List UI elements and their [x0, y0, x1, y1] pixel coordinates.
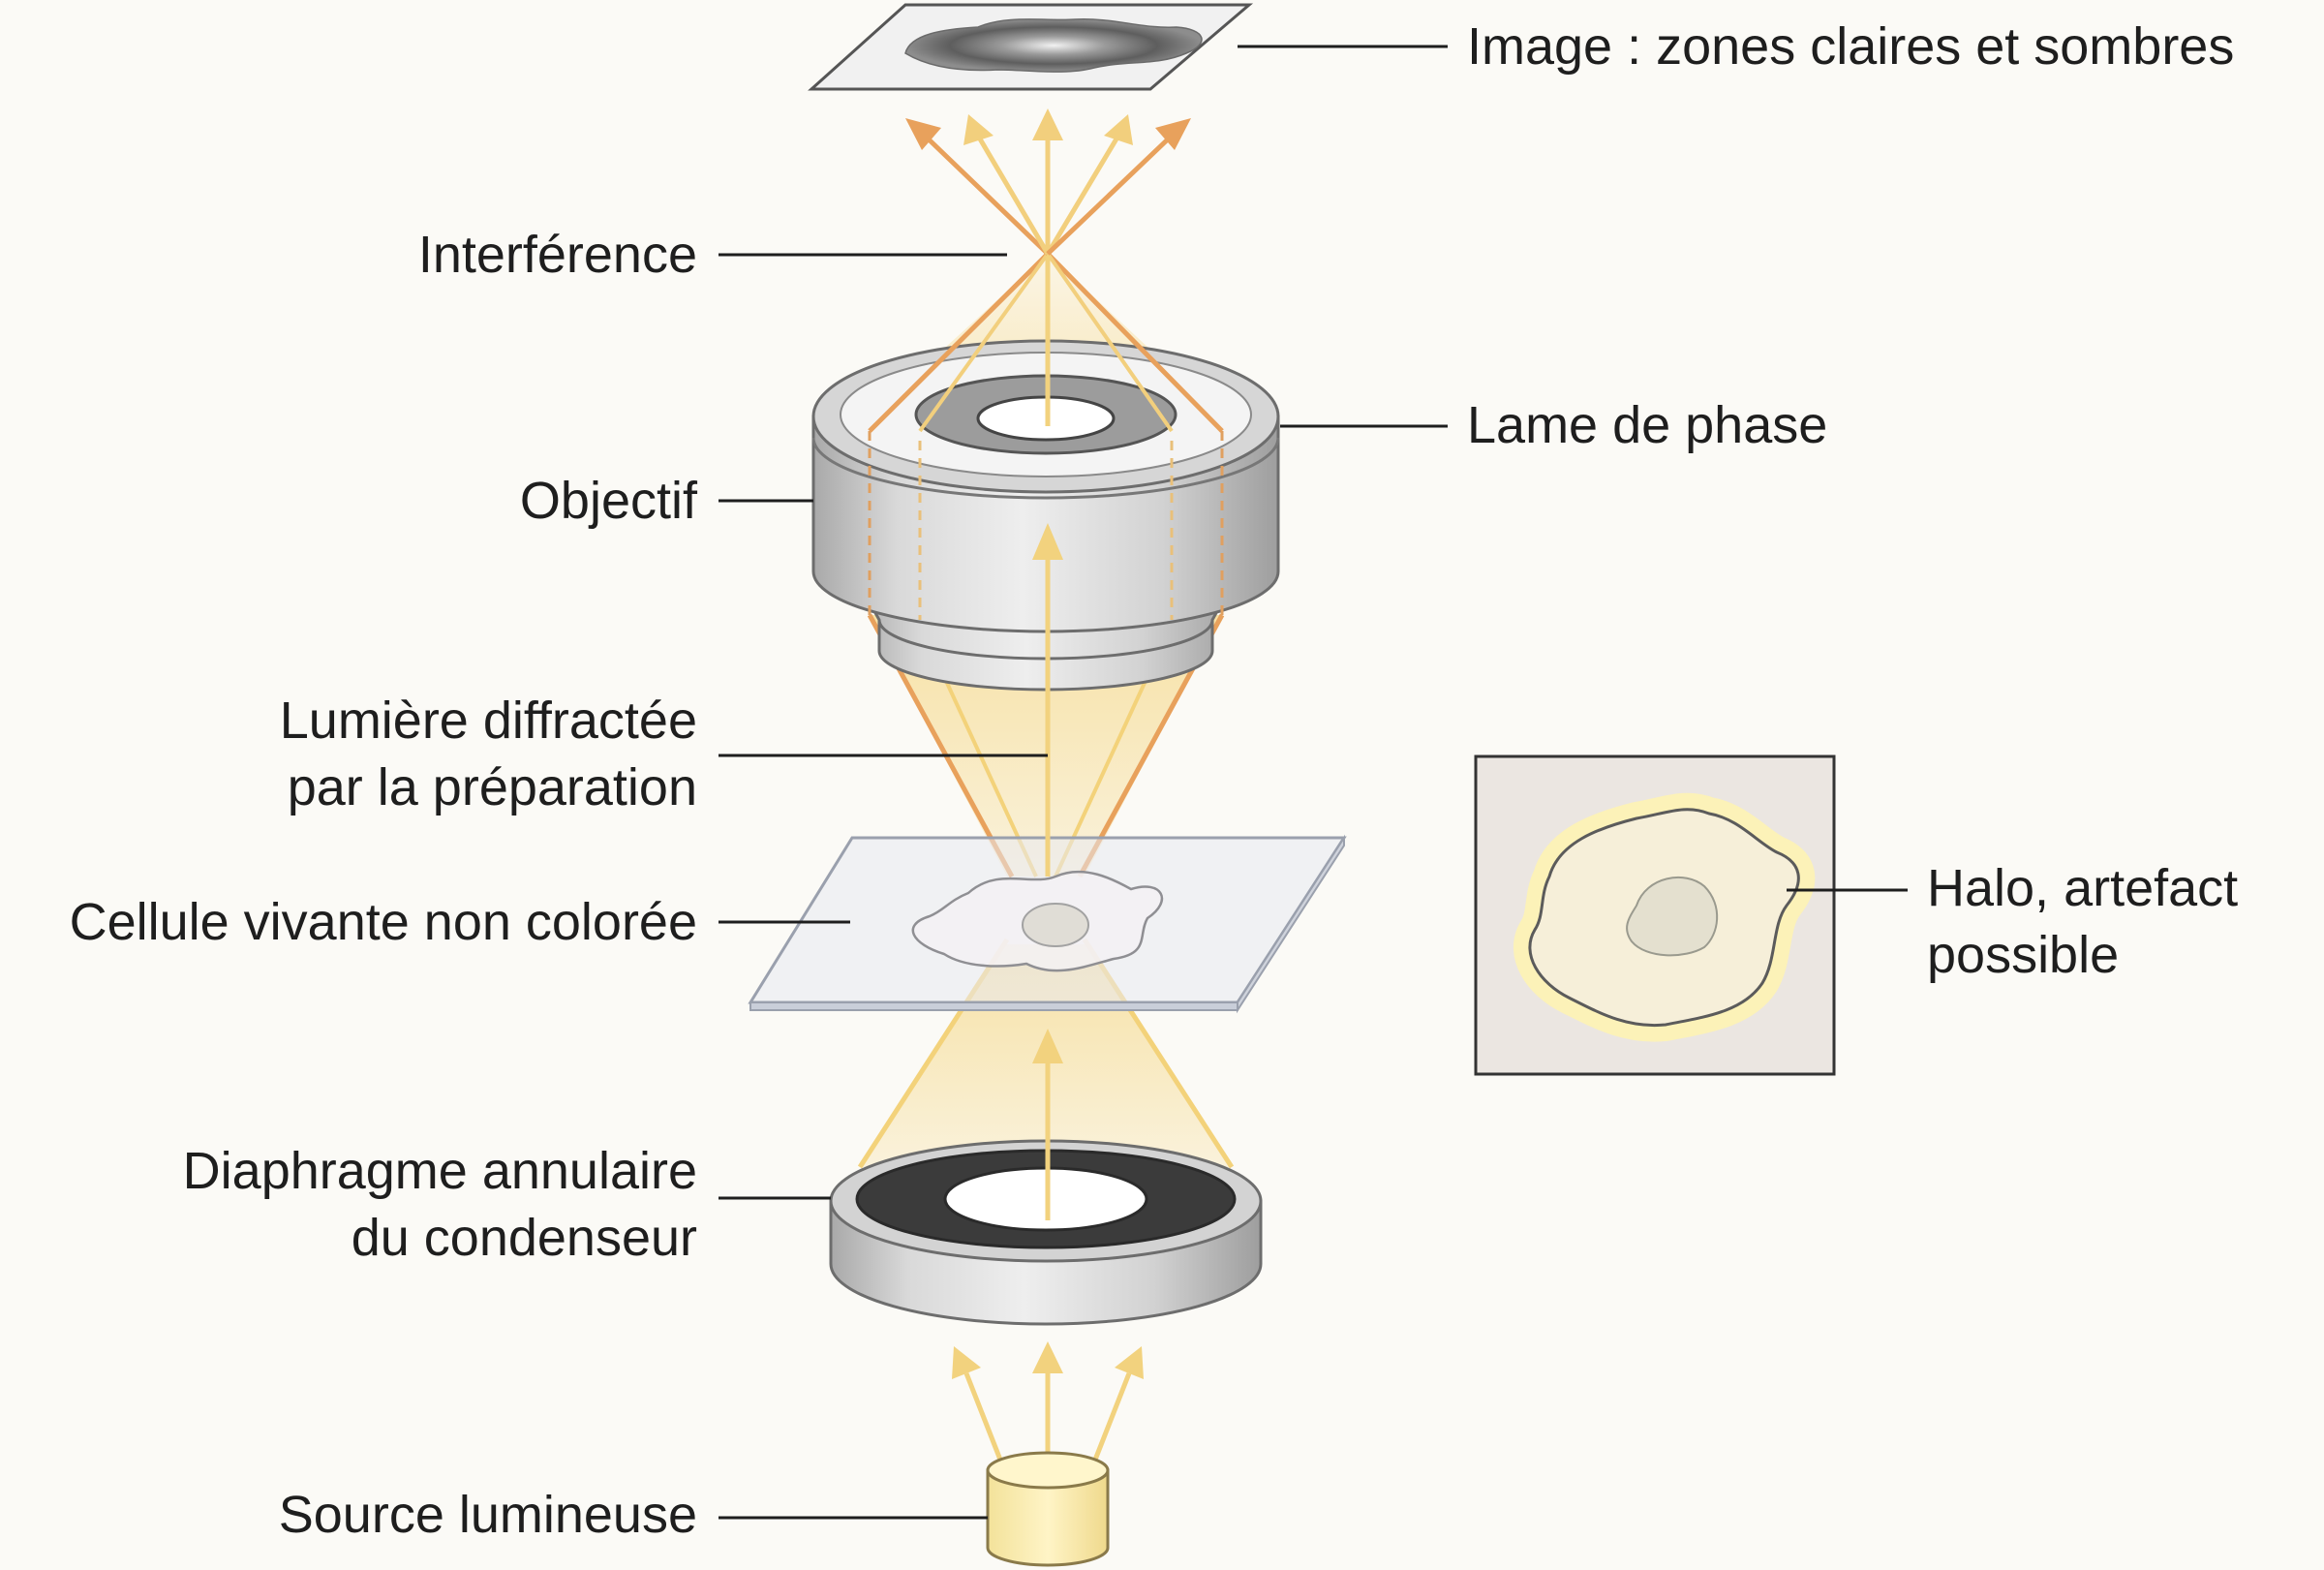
- cell-nucleus: [1022, 903, 1089, 947]
- label-image: Image : zones claires et sombres: [1467, 14, 2234, 80]
- image-cell-blob: [904, 18, 1203, 73]
- label-halo-line1: Halo, artefact: [1927, 859, 2239, 917]
- label-lumiere-diffractee: Lumière diffractée par la préparation: [280, 688, 697, 821]
- label-interference-text: Interférence: [417, 226, 697, 284]
- specimen-slide: [748, 834, 1347, 1014]
- label-source-text: Source lumineuse: [278, 1486, 697, 1544]
- label-diaphragme: Diaphragme annulaire du condenseur: [183, 1138, 697, 1272]
- label-diaphragme-line1: Diaphragme annulaire: [182, 1142, 697, 1200]
- label-interference: Interférence: [418, 222, 697, 289]
- light-source: [986, 1451, 1110, 1567]
- label-lumiere-line2: par la préparation: [287, 758, 697, 816]
- central-ray-arrowhead: [1032, 523, 1063, 560]
- interference-rays: [868, 108, 1224, 433]
- label-objectif: Objectif: [520, 468, 697, 535]
- label-objectif-text: Objectif: [519, 472, 697, 530]
- label-diaphragme-line2: du condenseur: [351, 1209, 697, 1267]
- label-lumiere-line1: Lumière diffractée: [279, 692, 697, 750]
- label-source: Source lumineuse: [279, 1482, 697, 1549]
- label-halo-line2: possible: [1927, 926, 2120, 984]
- label-cellule-text: Cellule vivante non colorée: [69, 893, 697, 951]
- halo-inset: [1474, 754, 1836, 1076]
- label-lame-de-phase: Lame de phase: [1467, 392, 1827, 459]
- label-halo: Halo, artefact possible: [1927, 855, 2238, 989]
- leader-lines: [719, 45, 1908, 1520]
- image-plane: [808, 3, 1254, 91]
- halo-cell-nucleus: [1626, 877, 1719, 957]
- label-lame-de-phase-text: Lame de phase: [1467, 396, 1828, 454]
- label-image-text: Image : zones claires et sombres: [1467, 17, 2235, 76]
- label-cellule: Cellule vivante non colorée: [70, 889, 697, 956]
